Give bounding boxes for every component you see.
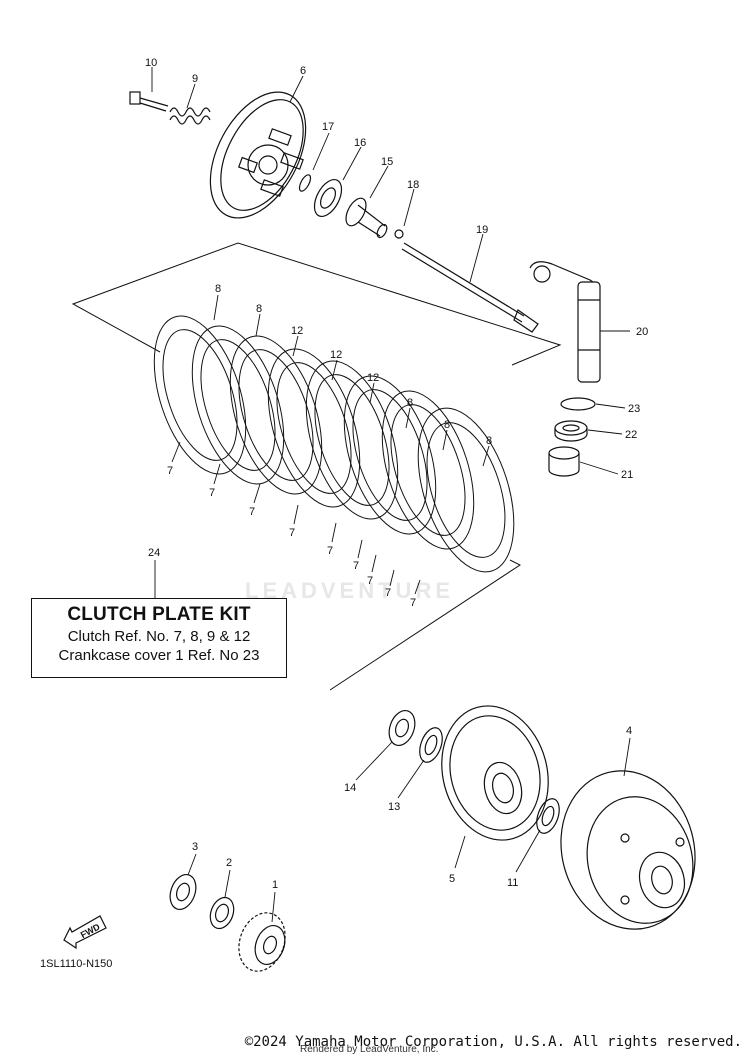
plate	[238, 349, 314, 481]
part-13-washer[interactable]	[415, 725, 446, 766]
plate	[267, 348, 361, 508]
part-11-washer[interactable]	[532, 796, 563, 837]
callout-8[interactable]: 8	[444, 419, 450, 431]
callout-7[interactable]: 7	[410, 597, 416, 609]
callout-15[interactable]: 15	[381, 156, 393, 168]
callout-12[interactable]: 12	[291, 325, 303, 337]
callout-7[interactable]: 7	[385, 587, 391, 599]
callout-12[interactable]: 12	[367, 372, 379, 384]
part-22-oil-seal[interactable]	[554, 420, 588, 442]
callout-18[interactable]: 18	[407, 179, 419, 191]
callout-3[interactable]: 3	[192, 841, 198, 853]
callout-21[interactable]: 21	[621, 469, 633, 481]
plate	[191, 325, 285, 485]
callout-8[interactable]: 8	[215, 283, 221, 295]
part-21-bearing[interactable]	[548, 446, 580, 477]
callout-20[interactable]: 20	[636, 326, 648, 338]
plate	[200, 339, 276, 471]
plate	[229, 335, 323, 495]
plate	[390, 404, 466, 536]
part-1-gear[interactable]	[231, 906, 293, 977]
copyright: ©2024 Yamaha Motor Corporation, U.S.A. A…	[244, 1034, 742, 1050]
rendered-by: Rendered by LeadVenture, Inc.	[300, 1044, 439, 1055]
callout-13[interactable]: 13	[388, 801, 400, 813]
plate	[381, 390, 475, 550]
callout-7[interactable]: 7	[353, 560, 359, 572]
callout-11[interactable]: 11	[507, 877, 518, 889]
plate	[305, 360, 399, 520]
callout-19[interactable]: 19	[476, 224, 488, 236]
callout-7[interactable]: 7	[367, 575, 373, 587]
callout-10[interactable]: 10	[145, 57, 157, 69]
plate	[417, 407, 515, 573]
fwd-arrow-icon: FWD	[62, 910, 110, 955]
callout-7[interactable]: 7	[289, 527, 295, 539]
plate	[276, 362, 352, 494]
leader-lines	[151, 67, 631, 923]
callout-14[interactable]: 14	[344, 782, 356, 794]
plate-group-frame	[71, 242, 562, 691]
plate	[426, 422, 506, 558]
callout-5[interactable]: 5	[449, 873, 455, 885]
kit-line-1: Clutch Ref. No. 7, 8, 9 & 12	[67, 628, 251, 645]
part-6-pressure-plate[interactable]	[191, 76, 325, 234]
callout-7[interactable]: 7	[209, 487, 215, 499]
part-23-circlip[interactable]	[560, 397, 596, 411]
callout-2[interactable]: 2	[226, 857, 232, 869]
callout-7[interactable]: 7	[249, 506, 255, 518]
plate	[153, 315, 247, 475]
callout-17[interactable]: 17	[322, 121, 334, 133]
callout-numbers: 10 9 6 17 16 15 18 19 20 23 22 21 24 8 8…	[145, 57, 648, 891]
callout-7[interactable]: 7	[327, 545, 333, 557]
callout-6[interactable]: 6	[300, 65, 306, 77]
part-10-bolt[interactable]	[129, 91, 169, 112]
part-15-push-rod[interactable]	[342, 195, 389, 239]
clutch-plate-stack[interactable]	[137, 305, 533, 584]
callout-1[interactable]: 1	[272, 879, 278, 891]
callout-8[interactable]: 8	[256, 303, 262, 315]
part-19-push-rod-long[interactable]	[401, 242, 539, 333]
kit-line-2: Crankcase cover 1 Ref. No 23	[58, 647, 260, 664]
part-18-ball[interactable]	[394, 229, 404, 239]
part-14-nut[interactable]	[385, 707, 420, 749]
callout-12[interactable]: 12	[330, 349, 342, 361]
part-20-push-lever-shaft[interactable]	[529, 261, 601, 383]
kit-title: CLUTCH PLATE KIT	[67, 604, 251, 625]
callout-24[interactable]: 24	[148, 547, 160, 559]
callout-8[interactable]: 8	[486, 435, 492, 447]
callout-23[interactable]: 23	[628, 403, 640, 415]
part-5-clutch-boss[interactable]	[427, 694, 563, 852]
callout-9[interactable]: 9	[192, 73, 198, 85]
part-2-washer[interactable]	[206, 894, 238, 932]
part-3-seal[interactable]	[166, 871, 201, 913]
plate	[352, 389, 428, 521]
callout-8[interactable]: 8	[407, 397, 413, 409]
callout-7[interactable]: 7	[167, 465, 173, 477]
plate	[343, 375, 437, 535]
callout-4[interactable]: 4	[626, 725, 632, 737]
callout-22[interactable]: 22	[625, 429, 637, 441]
callout-16[interactable]: 16	[354, 137, 366, 149]
part-17-circlip[interactable]	[297, 173, 313, 193]
clutch-plate-kit-box: CLUTCH PLATE KIT Clutch Ref. No. 7, 8, 9…	[31, 598, 287, 678]
part-16-bearing[interactable]	[309, 175, 347, 221]
part-4-clutch-housing[interactable]	[544, 756, 713, 945]
plate	[162, 329, 238, 461]
part-9-spring[interactable]	[169, 107, 211, 125]
diagram-code: 1SL1110-N150	[40, 958, 113, 970]
